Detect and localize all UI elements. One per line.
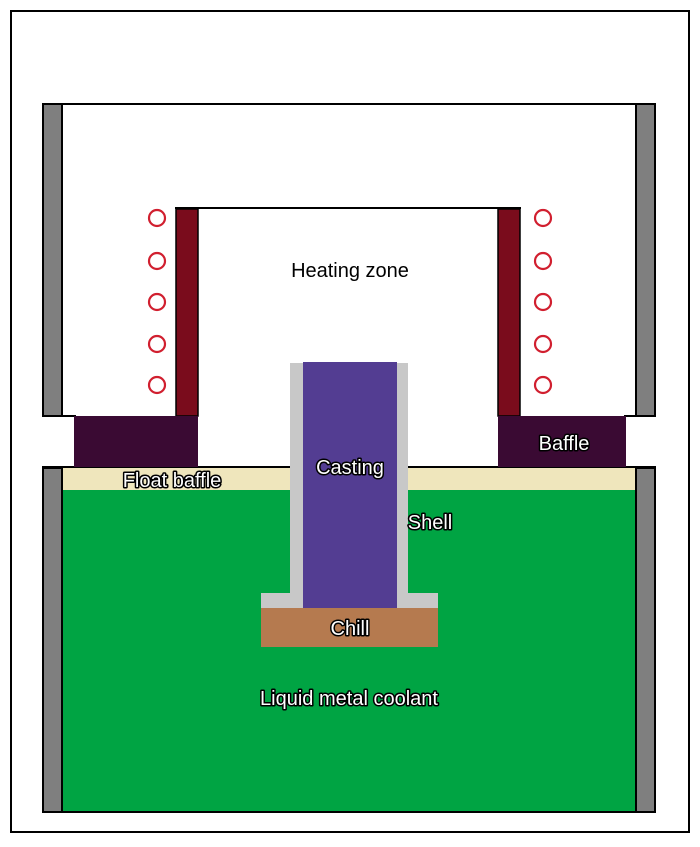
label-shell: Shell (408, 512, 452, 534)
induction-coils (147, 208, 553, 395)
coil-right-2 (533, 251, 553, 271)
label-float-baffle: Float baffle (123, 470, 222, 492)
furnace-wall-right (635, 103, 656, 417)
label-chill: Chill (331, 618, 370, 640)
coil-left-3 (147, 292, 167, 312)
furnace-wall-left (42, 103, 63, 417)
label-heating-zone: Heating zone (291, 260, 409, 282)
heater-left (175, 208, 199, 417)
coil-right-1 (533, 208, 553, 228)
coil-left-1 (147, 208, 167, 228)
casting (303, 362, 397, 608)
baffle-right (498, 416, 626, 467)
chill (261, 608, 438, 647)
baffle-left (74, 416, 198, 467)
bath-wall-right (635, 467, 656, 813)
heater-right (497, 208, 521, 417)
label-casting: Casting (316, 457, 384, 479)
coil-left-4 (147, 334, 167, 354)
coil-right-5 (533, 375, 553, 395)
coil-right-3 (533, 292, 553, 312)
coil-left-5 (147, 375, 167, 395)
label-baffle: Baffle (539, 433, 590, 455)
bath-wall-left (42, 467, 63, 813)
label-liquid-metal-coolant: Liquid metal coolant (260, 688, 438, 710)
coil-left-2 (147, 251, 167, 271)
coil-right-4 (533, 334, 553, 354)
